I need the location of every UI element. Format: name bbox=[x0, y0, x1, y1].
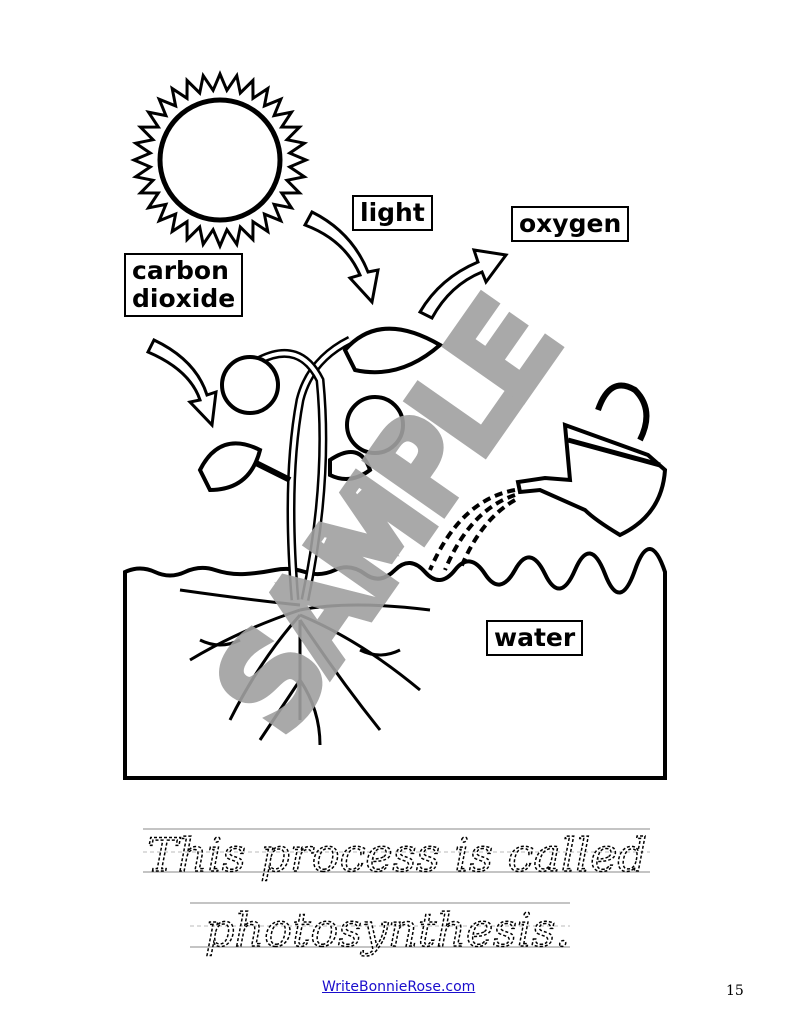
label-carbon-dioxide: carbon dioxide bbox=[124, 253, 244, 317]
label-carbon: carbon bbox=[132, 256, 229, 285]
plant bbox=[197, 326, 444, 601]
sun-icon bbox=[130, 70, 310, 250]
label-water: water bbox=[486, 620, 584, 656]
oxygen-arrow-icon bbox=[417, 248, 509, 320]
website-link[interactable]: WriteBonnieRose.com bbox=[322, 979, 476, 995]
roots bbox=[179, 588, 431, 746]
label-oxygen: oxygen bbox=[511, 206, 630, 242]
water-stream bbox=[428, 488, 516, 571]
tracing-text-line2: photosynthesis. bbox=[205, 903, 570, 957]
soil bbox=[123, 547, 667, 780]
label-light: light bbox=[352, 195, 433, 231]
light-arrow-icon bbox=[302, 210, 380, 306]
handwriting-guide-lines bbox=[143, 828, 650, 948]
watering-can-icon bbox=[515, 382, 668, 538]
page-number: 15 bbox=[726, 983, 744, 999]
label-dioxide: dioxide bbox=[132, 284, 236, 313]
tracing-text-line1: This process is called bbox=[147, 828, 647, 882]
carbon-dioxide-arrow-icon bbox=[145, 338, 218, 429]
